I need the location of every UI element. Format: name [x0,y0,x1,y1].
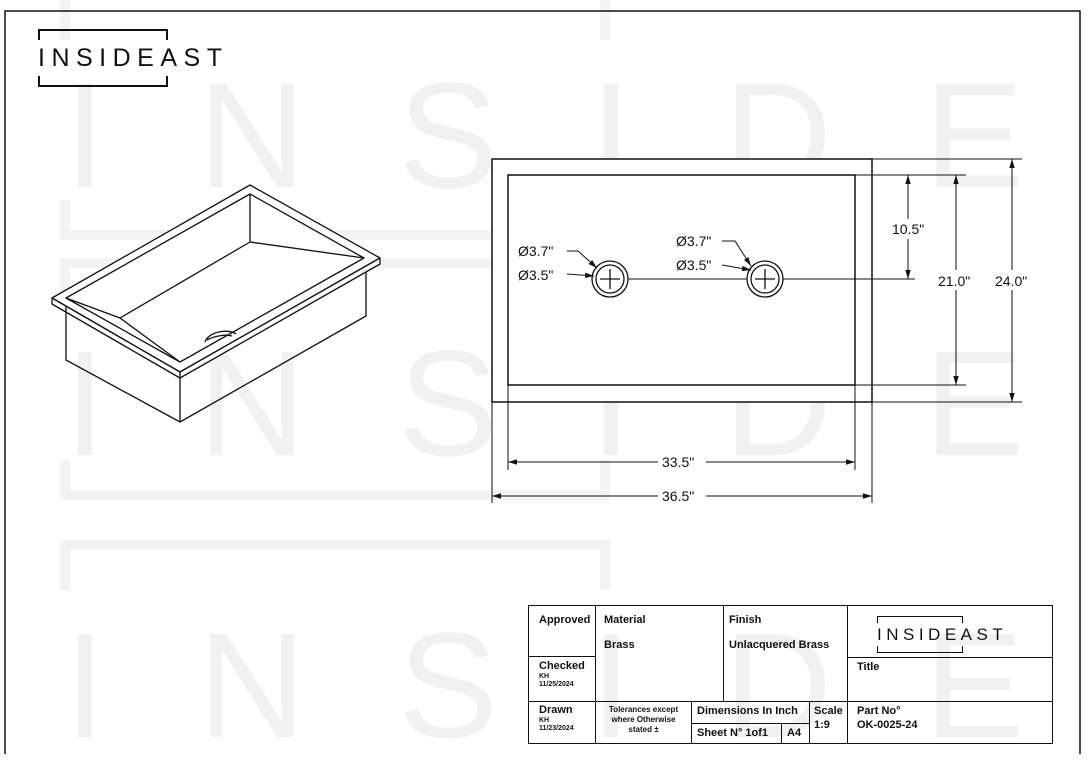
finish-label: Finish [729,614,762,626]
drawn-by: KH [539,717,550,724]
hole-left-inner-dia: Ø3.5" [518,267,553,283]
material-value: Brass [604,639,635,651]
title-block-logo: INSIDEAST [877,616,1027,654]
watermark-text: INSIDEAST [64,601,1090,769]
sheet-border [4,10,1081,754]
hole-right-outer-dia: Ø3.7" [676,233,711,249]
tolerances-note: Tolerances except where Otherwise stated… [596,705,691,735]
tolerances-line: where Otherwise [611,715,676,724]
material-label: Material [604,614,646,626]
title-block: Approved Material Brass Finish Unlacquer… [528,605,1053,744]
logo-bracket [38,29,168,40]
leader-left-outer [567,250,598,269]
dim-hole-offset: 10.5" [892,221,924,237]
logo-text: INSIDEAST [877,625,1008,644]
finish-value: Unlacquered Brass [729,639,830,651]
dim-inner-width: 33.5" [662,454,694,470]
hole-right-inner-dia: Ø3.5" [676,257,711,273]
checked-label: Checked [539,660,585,672]
watermark-frame [60,0,610,40]
title-label: Title [857,661,880,673]
sink-inner-outline [507,174,856,386]
logo-bracket [877,646,963,653]
leader-right-outer [722,240,752,267]
watermark-frame [60,540,610,590]
drawn-date: 11/23/2024 [539,725,574,732]
brand-name: INSIDEAST [38,44,229,72]
logo-bracket [877,616,963,623]
leader-left-inner [566,272,595,279]
approved-label: Approved [539,614,591,626]
watermark-frame [60,460,610,500]
checked-by: KH [539,673,550,680]
logo-bracket [38,76,168,87]
checked-date: 11/25/2024 [539,681,574,688]
scale-value: 1:9 [814,719,830,731]
tolerances-line: stated ± [628,725,659,734]
extension-lines-bottom [491,385,873,503]
hole-left-outer-dia: Ø3.7" [518,243,553,259]
scale-label: Scale [814,705,843,717]
isometric-sink-view [51,184,381,423]
dim-outer-height: 24.0" [995,273,1027,289]
tolerances-line: Tolerances except [608,705,679,714]
dim-outer-width: 36.5" [662,488,694,504]
part-no-label: Part No° [857,705,901,717]
sink-outer-outline [491,158,873,403]
brand-logo: INSIDEAST [38,29,263,87]
paper-size: A4 [787,727,802,739]
part-no-value: OK-0025-24 [857,719,918,731]
dimensions-label: Dimensions In Inch [697,705,798,717]
leader-right-inner [721,264,752,272]
sheet-number: Sheet N° 1of1 [697,727,769,739]
drawn-label: Drawn [539,704,573,716]
dim-inner-height: 21.0" [938,273,970,289]
